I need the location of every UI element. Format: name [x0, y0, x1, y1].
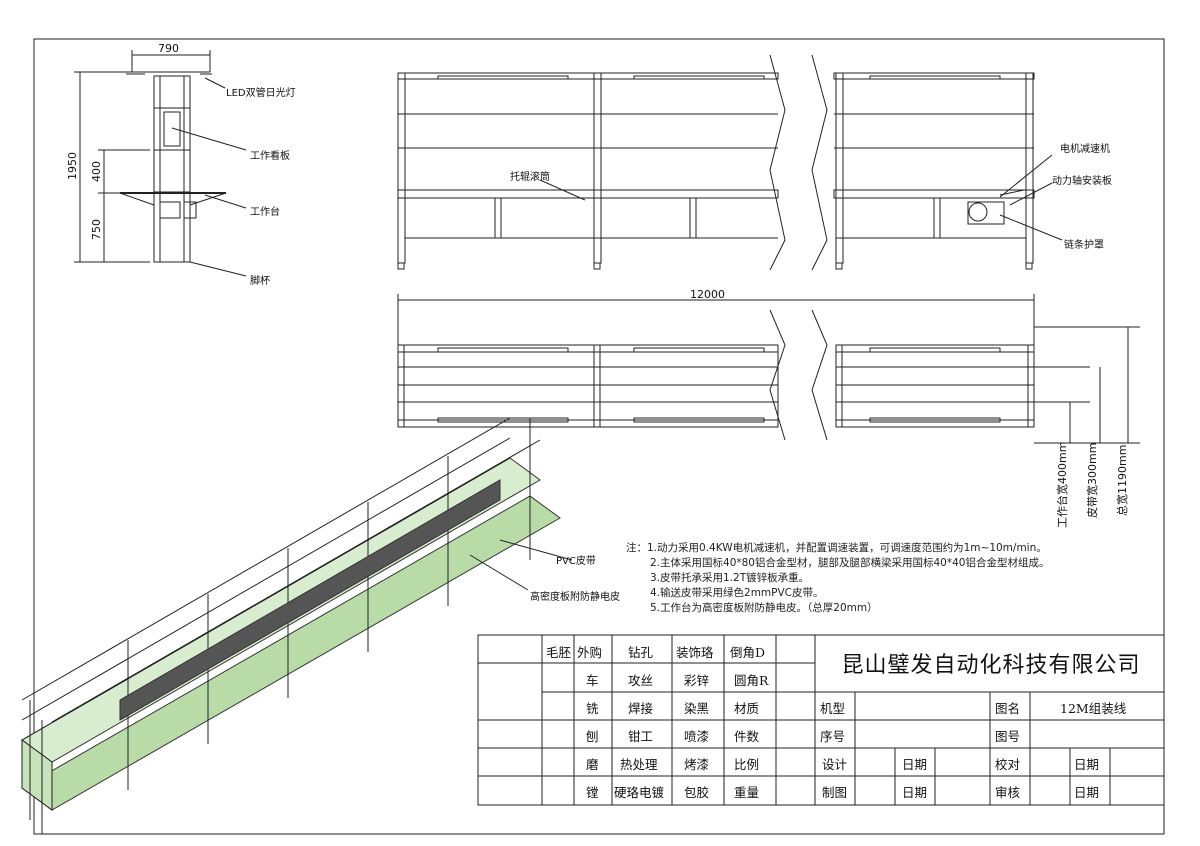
tb-cell: 攻丝 — [628, 673, 654, 688]
length-dim: 12000 — [690, 288, 725, 301]
front-height-total-dim: 1950 — [66, 152, 79, 180]
note-2: 2.主体采用国标40*80铝合金型材，腿部及腿部横梁采用国标40*40铝合金型材… — [650, 557, 1050, 569]
date-label: 日期 — [1074, 757, 1100, 772]
tb-cell: 刨 — [586, 729, 599, 744]
tb-cell: 磨 — [586, 757, 599, 772]
front-height-lower-dim: 750 — [90, 219, 103, 240]
review-label: 审核 — [995, 785, 1021, 800]
total-width-dim: 总宽1190mm — [1116, 444, 1129, 516]
top-view — [397, 294, 1140, 444]
company-name: 昆山璧发自动化科技有限公司 — [841, 653, 1141, 678]
isometric-view — [21, 417, 573, 834]
tb-cell: 倒角D — [730, 645, 766, 660]
motor-label: 电机减速机 — [1060, 144, 1110, 155]
title-block — [477, 634, 1165, 806]
design-label: 设计 — [822, 757, 848, 772]
tb-cell: 染黑 — [684, 701, 710, 716]
tb-cell: 件数 — [734, 729, 760, 744]
note-4: 4.输送皮带采用绿色2mmPVC皮带。 — [650, 587, 824, 599]
tb-cell: 镗 — [586, 785, 599, 800]
tb-cell: 烤漆 — [684, 757, 710, 772]
front-view — [74, 50, 247, 277]
serial-label: 序号 — [820, 729, 846, 744]
tb-cell: 重量 — [734, 785, 760, 800]
tb-cell: 喷漆 — [684, 729, 710, 744]
date-label: 日期 — [902, 757, 928, 772]
tb-cell: 钻孔 — [628, 645, 654, 660]
tb-cell: 材质 — [734, 701, 760, 716]
drawing-border — [33, 38, 1165, 835]
led-light-label: LED双管日光灯 — [226, 88, 296, 99]
tb-cell: 焊接 — [628, 701, 654, 716]
tb-cell: 外购 — [577, 645, 603, 660]
front-height-upper-dim: 400 — [90, 161, 103, 182]
roller-label: 托辊滚筒 — [510, 172, 550, 183]
pvc-belt-label: PVC皮带 — [556, 556, 596, 567]
draw-label: 制图 — [822, 785, 848, 800]
work-board-label: 工作看板 — [250, 151, 290, 162]
tb-cell: 包胶 — [684, 785, 710, 800]
workbench-label: 工作台 — [250, 207, 280, 218]
date-label: 日期 — [902, 785, 928, 800]
check-label: 校对 — [995, 757, 1021, 772]
belt-width-dim: 皮带宽300mm — [1086, 442, 1099, 518]
drawing-name-label: 图名 — [995, 701, 1021, 716]
tb-cell: 装饰珞 — [676, 645, 714, 660]
front-width-dim: 790 — [158, 42, 179, 55]
side-view — [397, 54, 1063, 271]
tb-cell: 车 — [586, 673, 599, 688]
note-1: 注：1.动力采用0.4KW电机减速机，并配置调速装置，可调速度范围约为1m~10… — [626, 542, 1047, 554]
tb-cell: 硬珞电镀 — [614, 785, 665, 800]
drive-shaft-label: 动力轴安装板 — [1052, 176, 1112, 187]
model-label: 机型 — [820, 701, 846, 716]
workbench-width-dim: 工作台宽400mm — [1056, 441, 1069, 528]
tb-cell: 比例 — [734, 757, 760, 772]
tb-cell: 彩锌 — [684, 673, 710, 688]
tb-cell: 圆角R — [734, 673, 769, 688]
drawing-name-value: 12M组装线 — [1060, 701, 1127, 716]
notes: 注：1.动力采用0.4KW电机减速机，并配置调速装置，可调速度范围约为1m~10… — [626, 541, 1049, 616]
chain-guard-label: 链条护罩 — [1064, 240, 1104, 251]
date-label: 日期 — [1074, 785, 1100, 800]
note-3: 3.皮带托承采用1.2T镀锌板承重。 — [650, 572, 810, 584]
tb-cell: 热处理 — [620, 757, 658, 772]
tb-cell: 毛胚 — [546, 645, 572, 660]
tb-cell: 钳工 — [628, 729, 654, 744]
drawing-no-label: 图号 — [995, 729, 1021, 744]
tb-cell: 铣 — [586, 701, 599, 716]
note-5: 5.工作台为高密度板附防静电皮。（总厚20mm） — [650, 602, 878, 614]
antistatic-label: 高密度板附防静电皮 — [530, 592, 620, 603]
foot-cup-label: 脚杯 — [250, 276, 270, 287]
